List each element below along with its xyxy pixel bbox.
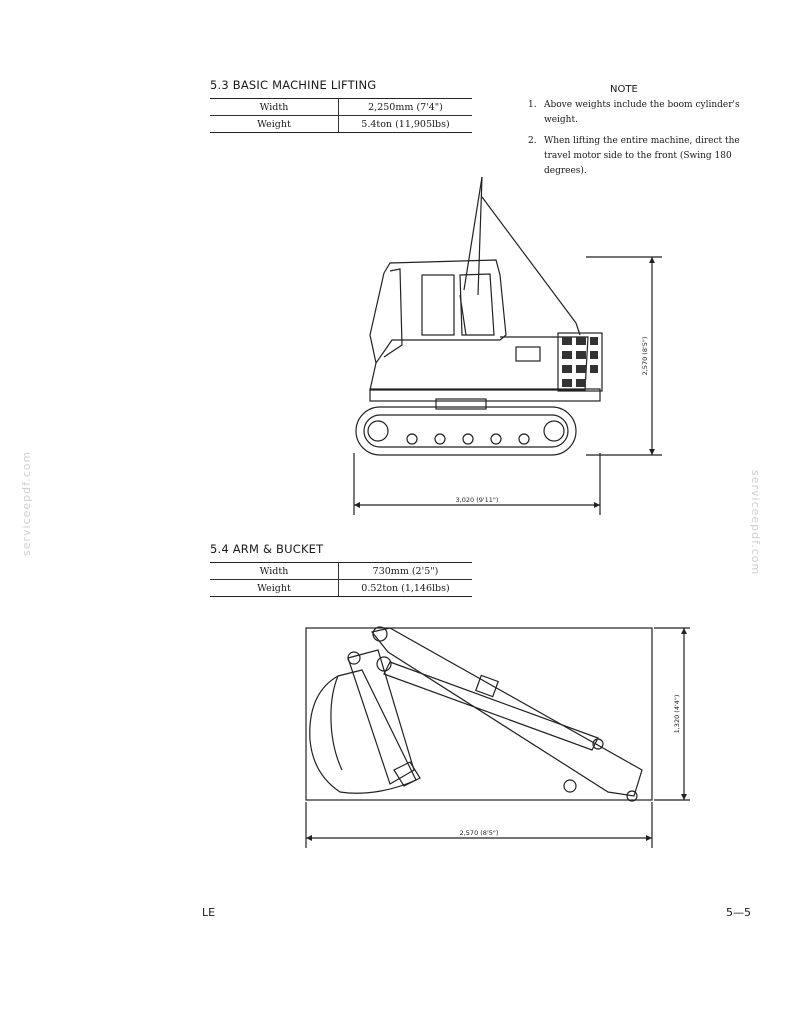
spec-label: Weight <box>210 579 339 597</box>
note-text: Above weights include the boom cylinder'… <box>544 100 740 125</box>
arm-bucket-length-dim: 2,570 (8'5") <box>460 829 499 837</box>
note-title: NOTE <box>610 84 638 95</box>
section-title-lifting: 5.3 BASIC MACHINE LIFTING <box>210 78 377 92</box>
lifting-length-dim: 3,020 (9'11") <box>456 496 499 504</box>
note-number: 1. <box>528 100 537 110</box>
table-row: Width 2,250mm (7'4") <box>210 98 472 116</box>
watermark-right: serviceepdf.com <box>749 470 762 576</box>
spec-label: Weight <box>210 115 339 133</box>
table-row: Weight 0.52ton (1,146lbs) <box>210 579 472 597</box>
spec-value: 0.52ton (1,146lbs) <box>338 579 472 597</box>
lifting-spec-table: Width 2,250mm (7'4") Weight 5.4ton (11,9… <box>210 98 472 133</box>
table-row: Weight 5.4ton (11,905lbs) <box>210 115 472 133</box>
note-number: 2. <box>528 136 537 146</box>
arm-bucket-height-dim: 1,320 (4'4") <box>673 695 681 734</box>
spec-value: 5.4ton (11,905lbs) <box>338 115 472 133</box>
spec-label: Width <box>210 562 339 580</box>
spec-value: 730mm (2'5") <box>338 562 472 580</box>
watermark-left: serviceepdf.com <box>20 450 33 556</box>
arm-bucket-spec-table: Width 730mm (2'5") Weight 0.52ton (1,146… <box>210 562 472 597</box>
machine-lifting-drawing: 3,020 (9'11") 2,570 (8'5") <box>353 176 662 515</box>
note-item-1: 1. Above weights include the boom cylind… <box>528 98 753 130</box>
table-row: Width 730mm (2'5") <box>210 562 472 580</box>
lifting-height-dim: 2,570 (8'5") <box>641 337 649 376</box>
spec-label: Width <box>210 98 339 116</box>
arm-bucket-drawing: 2,570 (8'5") 1,320 (4'4") <box>305 626 690 848</box>
footer-left-code: LE <box>202 906 216 919</box>
spec-value: 2,250mm (7'4") <box>338 98 472 116</box>
section-title-arm-bucket: 5.4 ARM & BUCKET <box>210 542 324 556</box>
note-item-2: 2. When lifting the entire machine, dire… <box>528 134 753 182</box>
page-number: 5—5 <box>726 906 751 919</box>
note-text: When lifting the entire machine, direct … <box>544 136 740 176</box>
